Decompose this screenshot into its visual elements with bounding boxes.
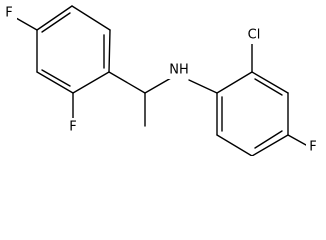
fluorine-label: F (309, 140, 316, 155)
chemical-structure-diagram: F F NH Cl F (3, 5, 320, 156)
double-bond-inner (41, 69, 71, 87)
bond-to-fluorine (15, 17, 38, 31)
bond (251, 134, 289, 156)
fluorine-label: F (5, 6, 12, 21)
bond (36, 5, 73, 31)
bond-to-nitrogen (144, 77, 172, 94)
bond (71, 5, 111, 31)
left-benzene-ring (15, 5, 111, 119)
bond (216, 71, 253, 94)
bond (36, 71, 74, 94)
right-benzene-ring (188, 43, 307, 156)
bond-to-fluorine (287, 134, 307, 146)
double-bond-inner (41, 12, 71, 33)
amine-label: NH (169, 63, 189, 78)
atom-labels: F F NH Cl F (3, 5, 320, 155)
bond (108, 71, 146, 94)
ethyl-linker (108, 71, 172, 127)
bond (72, 71, 110, 94)
chlorine-label: Cl (248, 28, 261, 43)
bond (251, 71, 289, 94)
fluorine-label: F (69, 120, 76, 135)
double-bond-inner (254, 130, 283, 149)
double-bond-inner (254, 78, 283, 96)
bond (108, 29, 111, 73)
bond (216, 134, 253, 156)
bond-nitrogen-ring (188, 79, 218, 94)
